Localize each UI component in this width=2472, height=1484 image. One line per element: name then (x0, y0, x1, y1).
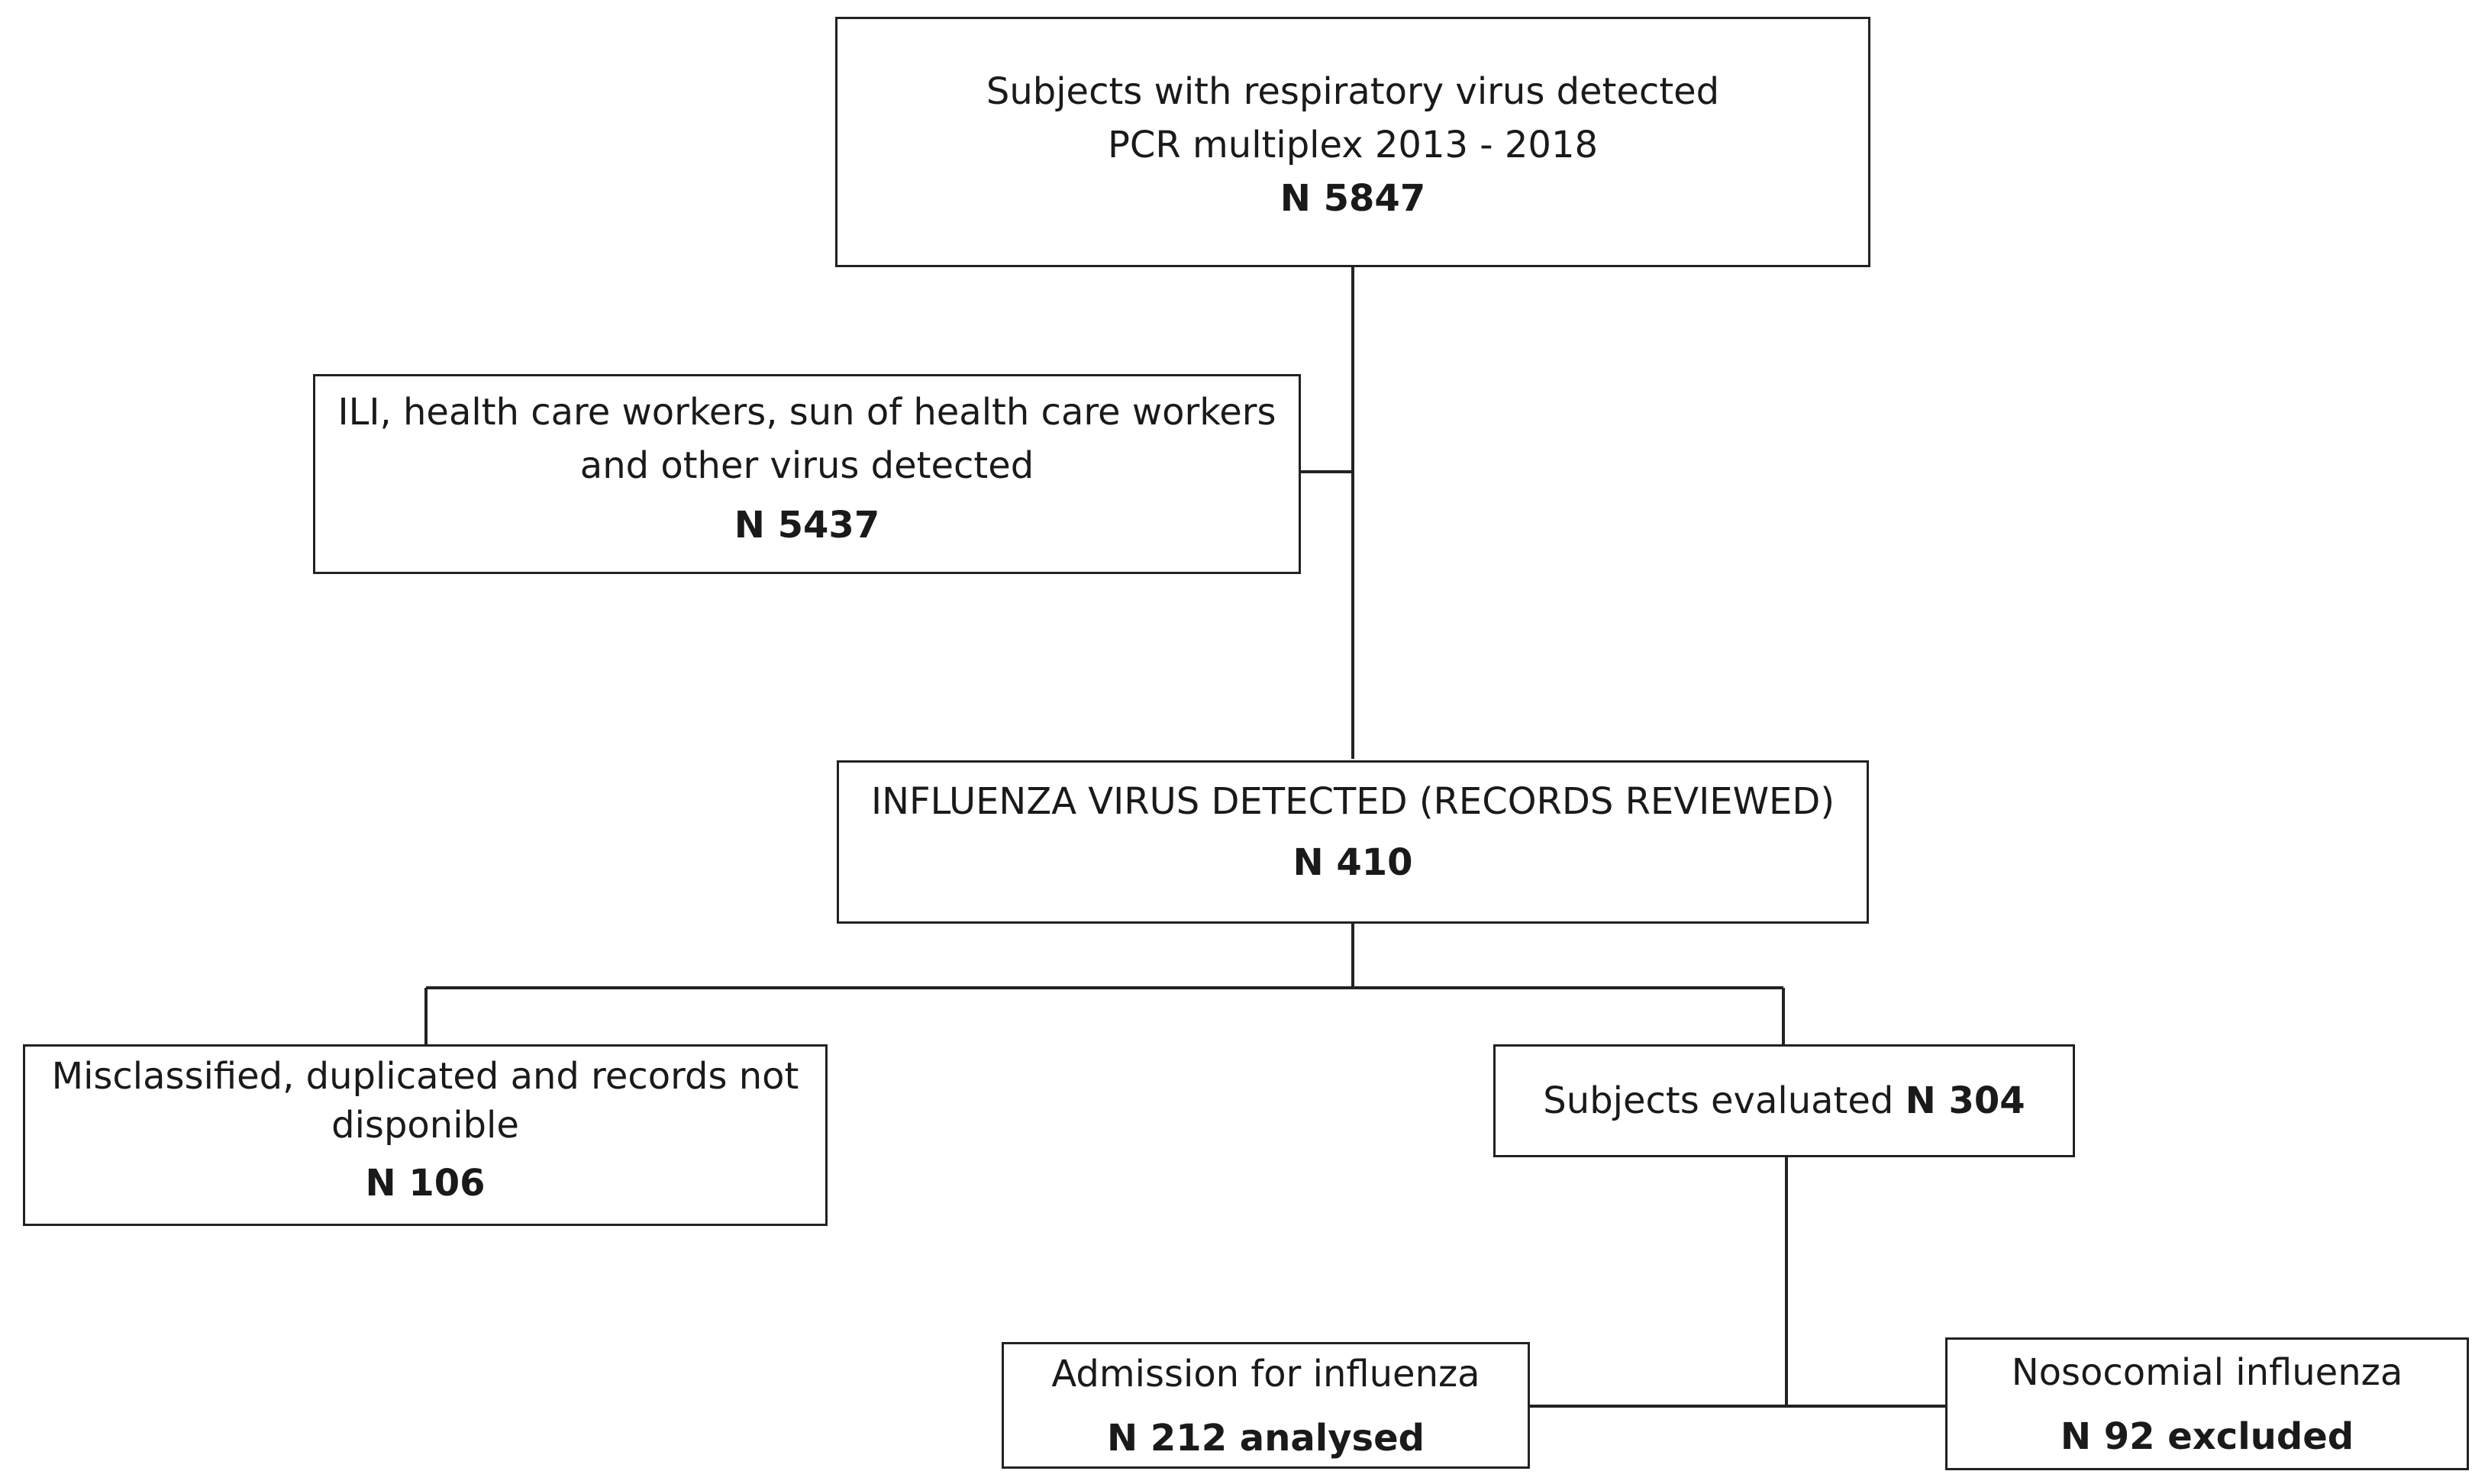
evaluated-label: Subjects evaluated (1543, 1079, 1906, 1122)
evaluated-count: N 304 (1905, 1079, 2025, 1122)
influenza-box: INFLUENZA VIRUS DETECTED (RECORDS REVIEW… (837, 760, 1869, 924)
misclassified-box: Misclassified, duplicated and records no… (23, 1044, 828, 1226)
nosocomial-line1: Nosocomial influenza (2011, 1351, 2403, 1394)
admission-count: N 212 analysed (1107, 1417, 1425, 1460)
misclassified-count: N 106 (365, 1162, 486, 1205)
admission-line1: Admission for influenza (1051, 1353, 1480, 1395)
admission-box: Admission for influenza N 212 analysed (1002, 1342, 1530, 1469)
root-line2: PCR multiplex 2013 - 2018 (1107, 124, 1599, 166)
nosocomial-box: Nosocomial influenza N 92 excluded (1945, 1337, 2469, 1470)
influenza-count: N 410 (1292, 841, 1413, 884)
root-line1: Subjects with respiratory virus detected (986, 70, 1720, 113)
misclassified-line1: Misclassified, duplicated and records no… (51, 1055, 799, 1098)
evaluated-text: Subjects evaluated N 304 (1543, 1074, 2025, 1128)
excluded-ili-box: ILI, health care workers, sun of health … (313, 374, 1301, 574)
misclassified-line2: disponible (331, 1104, 519, 1147)
excluded-ili-count: N 5437 (734, 504, 880, 547)
root-box: Subjects with respiratory virus detected… (835, 17, 1870, 267)
nosocomial-count: N 92 excluded (2060, 1415, 2354, 1458)
influenza-line1: INFLUENZA VIRUS DETECTED (RECORDS REVIEW… (870, 780, 1835, 823)
excluded-ili-line2: and other virus detected (579, 444, 1034, 487)
evaluated-box: Subjects evaluated N 304 (1493, 1044, 2075, 1157)
excluded-ili-line1: ILI, health care workers, sun of health … (337, 391, 1276, 434)
root-count: N 5847 (1280, 177, 1426, 220)
